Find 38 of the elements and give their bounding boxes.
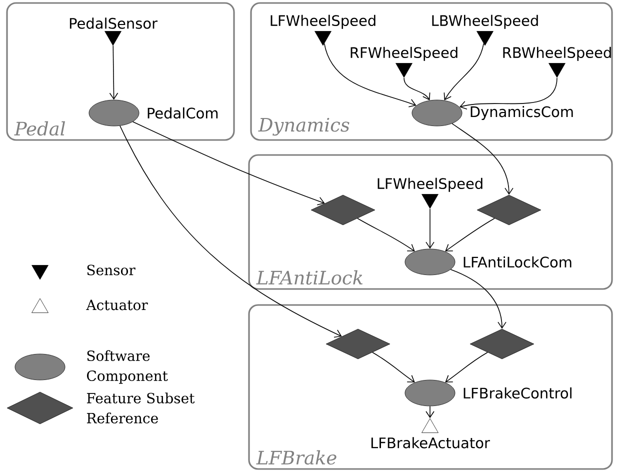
- sensor-label: RBWheelSpeed: [503, 46, 611, 61]
- sensor-label: RFWheelSpeed: [350, 46, 458, 61]
- arrow: [426, 406, 434, 418]
- arrow: [445, 218, 495, 252]
- component-label: PedalCom: [148, 107, 218, 119]
- arrow: [132, 121, 325, 206]
- group-title: Dynamics: [258, 118, 350, 136]
- arrow: [452, 123, 514, 195]
- sensor-label: PedalSensor: [70, 18, 158, 29]
- legend-text: Sensor: [87, 264, 136, 276]
- component-label: DynamicsCom: [470, 106, 573, 120]
- arrow: [120, 125, 342, 338]
- legend-text: Feature Subset Reference: [86, 392, 195, 424]
- arrow: [445, 352, 488, 382]
- diamond-shape: [470, 328, 534, 360]
- legend-text: Actuator: [86, 300, 148, 310]
- component-label: LFAntiLockCom: [464, 256, 572, 268]
- arrow: [426, 208, 434, 249]
- group-title: LFBrake: [256, 450, 336, 465]
- arrow: [357, 218, 415, 252]
- arrow: [404, 78, 430, 100]
- arrow: [450, 269, 506, 329]
- arrow: [324, 43, 416, 108]
- arrow: [372, 352, 415, 382]
- group-title: Pedal: [14, 121, 66, 136]
- legend-text: Software Component: [87, 350, 168, 384]
- actuator-label: LFBrakeActuator: [371, 437, 490, 448]
- sensor-label: LBWheelSpeed: [432, 14, 538, 29]
- sensor-label: LFWheelSpeed: [378, 178, 482, 192]
- arrow: [459, 78, 558, 110]
- group-title: LFAntiLock: [256, 270, 362, 285]
- arrow: [444, 43, 484, 100]
- diamond-shape: [310, 194, 376, 226]
- sensor-label: LFWheelSpeed: [270, 14, 376, 29]
- arrow: [109, 45, 118, 100]
- component-label: LFBrakeControl: [464, 387, 572, 399]
- diamond-shape: [476, 194, 542, 226]
- diamond-shape: [326, 328, 390, 360]
